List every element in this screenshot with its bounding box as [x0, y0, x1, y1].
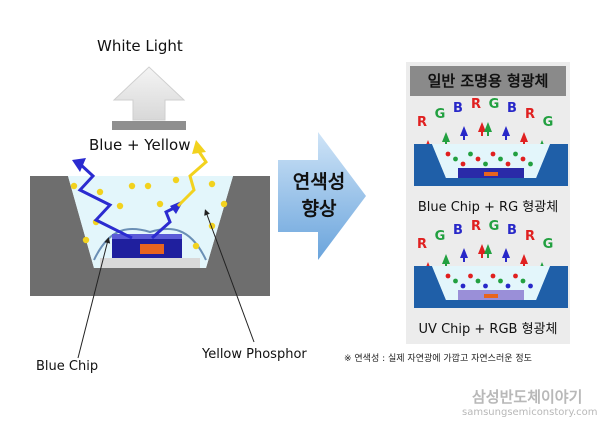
- emission-arrow: [460, 248, 468, 258]
- emission-letter-b: B: [453, 223, 463, 238]
- emission-arrow: [478, 122, 486, 132]
- mini-phosphor-dot: [520, 156, 526, 162]
- emission-arrow: [484, 244, 492, 254]
- emission-letter-g: G: [543, 237, 554, 252]
- mini-phosphor-dot: [460, 283, 466, 289]
- emission-arrow: [520, 132, 528, 142]
- emission-arrow: [442, 254, 450, 264]
- mini-phosphor-dot: [505, 283, 511, 289]
- mini-phosphor-dot: [498, 156, 503, 162]
- phosphor-dot: [70, 182, 78, 190]
- mini-phosphor-dot: [475, 278, 481, 284]
- mini-phosphor-dot: [520, 278, 526, 284]
- arrow-label-line2: 향상: [301, 198, 337, 220]
- mini-phosphor-dot: [513, 273, 518, 279]
- mini-phosphor-dot: [513, 151, 518, 157]
- emission-arrow: [484, 122, 492, 132]
- mini-phosphor-dot: [475, 156, 481, 162]
- emission-letter-r: R: [471, 97, 481, 112]
- mini-phosphor-dot: [468, 151, 473, 157]
- emission-letter-g: G: [489, 97, 500, 112]
- mini-phosphor-dot: [483, 283, 488, 289]
- panel1-caption: Blue Chip + RG 형광체: [417, 200, 559, 215]
- phosphor-dot: [172, 176, 180, 184]
- phosphor-dot: [82, 236, 90, 244]
- mini-phosphor-dot: [528, 161, 533, 167]
- encapsulant: [68, 176, 233, 268]
- panel-title-bar: [410, 66, 566, 96]
- phosphor-dot: [192, 242, 200, 250]
- emission-arrow: [478, 244, 486, 254]
- emission-arrow: [520, 254, 528, 264]
- mini-phosphor-dot: [528, 283, 533, 289]
- footnote: ※ 연색성 : 실제 자연광에 가깝고 자연스러운 정도: [344, 354, 532, 364]
- mini-package: [414, 266, 568, 308]
- mini-package: [414, 144, 568, 186]
- emission-letter-r: R: [525, 229, 535, 244]
- emission-letter-b: B: [507, 223, 517, 238]
- mini-phosphor-dot: [490, 151, 496, 157]
- mini-phosphor-dot: [460, 161, 466, 167]
- phosphor-dot: [220, 200, 228, 208]
- emission-letter-g: G: [489, 219, 500, 234]
- emission-arrow: [442, 132, 450, 142]
- package-housing: [30, 176, 270, 296]
- phosphor-pointer: [204, 209, 255, 343]
- lead-frame: [100, 258, 200, 268]
- emission-letter-r: R: [471, 219, 481, 234]
- phosphor-dot: [128, 182, 136, 190]
- mini-phosphor-dot: [445, 151, 451, 157]
- white-light-label: White Light: [97, 37, 183, 55]
- improvement-arrow: [278, 132, 366, 260]
- emission-letter-r: R: [417, 115, 427, 130]
- emission-letter-r: R: [417, 237, 427, 252]
- mini-phosphor-dot: [483, 161, 488, 167]
- led-package: [30, 176, 270, 296]
- emission-letter-g: G: [435, 229, 446, 244]
- emission-letter-b: B: [507, 101, 517, 116]
- phosphor-dot: [144, 182, 152, 190]
- mini-phosphor-dot: [490, 273, 496, 279]
- blue-chip-label: Blue Chip: [36, 359, 99, 374]
- watermark-url: samsungsemiconstory.com: [462, 407, 598, 418]
- emission-arrow: [502, 248, 510, 258]
- chip-electrode: [140, 244, 164, 254]
- panel-title: 일반 조명용 형광체: [427, 72, 549, 90]
- blue-yellow-label: Blue + Yellow: [89, 136, 191, 154]
- mini-phosphor-dot: [468, 273, 473, 279]
- panel2-caption: UV Chip + RGB 형광체: [418, 322, 558, 337]
- emission-letter-b: B: [453, 101, 463, 116]
- arrow-label-line1: 연색성: [292, 171, 346, 193]
- watermark-title: 삼성반도체이야기: [472, 388, 583, 406]
- phosphor-dot: [156, 200, 164, 208]
- mini-phosphor-dot: [453, 278, 458, 284]
- phosphor-dot: [208, 180, 216, 188]
- light-ray-blue: [72, 158, 184, 240]
- mini-phosphor-dot: [453, 156, 458, 162]
- emission-arrow: [460, 126, 468, 136]
- white-light-bar: [112, 121, 186, 130]
- light-ray-yellow: [176, 140, 208, 208]
- yellow-phosphor-label: Yellow Phosphor: [202, 347, 307, 362]
- blue-chip-pointer: [77, 237, 111, 359]
- mini-phosphor-dot: [445, 273, 451, 279]
- white-light-arrow: [112, 66, 186, 130]
- phosphor-dot: [96, 188, 104, 196]
- emission-arrow: [502, 126, 510, 136]
- emission-letter-g: G: [435, 107, 446, 122]
- phosphor-dot: [116, 202, 124, 210]
- emission-letter-g: G: [543, 115, 554, 130]
- mini-phosphor-dot: [505, 161, 511, 167]
- mini-phosphor-dot: [498, 278, 503, 284]
- emission-letter-r: R: [525, 107, 535, 122]
